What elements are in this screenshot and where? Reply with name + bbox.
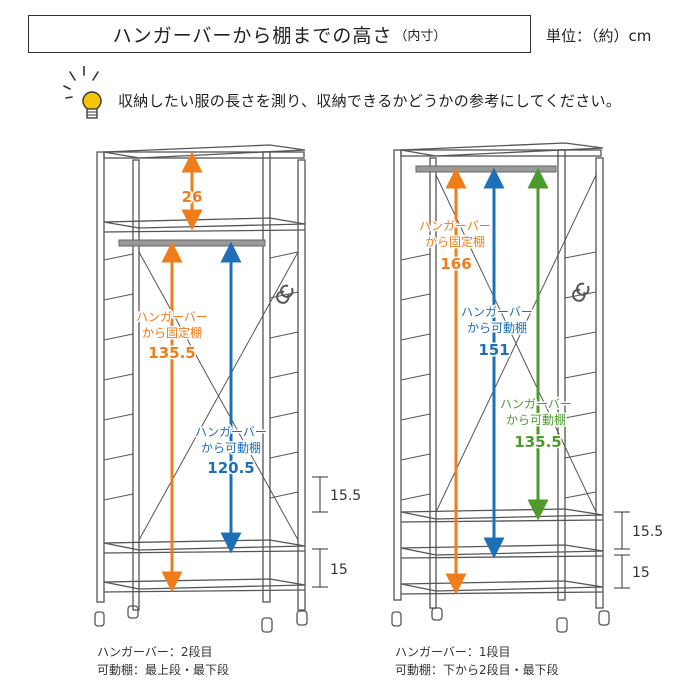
left-side-dimensions <box>312 476 328 588</box>
left-to-fixed-value: 135.5 <box>148 344 195 362</box>
left-to-movable-value: 120.5 <box>207 459 254 477</box>
right-to-movable-low-label-2: から可動棚 <box>506 412 566 427</box>
right-to-movable-top-value: 151 <box>478 341 509 359</box>
left-rack <box>94 144 308 633</box>
left-to-movable-label-2: から可動棚 <box>201 440 261 455</box>
left-to-fixed-label-1: ハンガーバー <box>136 310 208 324</box>
title-box: ハンガーバーから棚までの高さ （内寸） <box>28 15 531 53</box>
left-to-movable-label-1: ハンガーバー <box>195 425 267 439</box>
usage-note: 収納したい服の長さを測り、収納できるかどうかの参考にしてください。 <box>118 92 622 110</box>
right-gap-upper-value: 15.5 <box>632 524 663 540</box>
right-caption: ハンガーバー：1段目 可動棚：下から2段目・最下段 <box>395 643 559 679</box>
page-title-sub: （内寸） <box>394 28 447 44</box>
left-gap-upper-value: 15.5 <box>330 488 361 504</box>
lightbulb-icon <box>63 66 102 119</box>
left-to-fixed-label-2: から固定棚 <box>142 325 202 340</box>
right-to-movable-top-label-2: から可動棚 <box>467 320 527 335</box>
left-hanger-bar <box>118 239 266 247</box>
unit-label: 単位：（約）cm <box>546 27 652 45</box>
left-gap-lower-value: 15 <box>330 562 348 578</box>
left-caption-line-1: ハンガーバー：2段目 <box>97 645 213 659</box>
right-to-movable-top-label-1: ハンガーバー <box>461 305 533 319</box>
caster-icon <box>391 607 610 633</box>
right-to-fixed-value: 166 <box>440 255 471 273</box>
right-to-movable-low-value: 135.5 <box>514 433 561 451</box>
right-to-movable-low-label-1: ハンガーバー <box>500 397 572 411</box>
right-rack <box>391 142 610 633</box>
right-hanger-bar <box>415 165 557 173</box>
right-caption-line-2: 可動棚：下から2段目・最下段 <box>395 663 559 677</box>
right-to-fixed-label-1: ハンガーバー <box>419 219 491 233</box>
left-top-gap-value: 26 <box>182 188 203 206</box>
caster-icon <box>94 605 308 633</box>
right-side-dimensions <box>614 511 630 589</box>
left-caption-line-2: 可動棚：最上段・最下段 <box>97 663 230 677</box>
page-title: ハンガーバーから棚までの高さ <box>112 24 393 47</box>
right-gap-lower-value: 15 <box>632 565 650 581</box>
right-caption-line-1: ハンガーバー：1段目 <box>395 645 511 659</box>
left-caption: ハンガーバー：2段目 可動棚：最上段・最下段 <box>97 643 229 679</box>
right-to-fixed-label-2: から固定棚 <box>425 234 485 249</box>
